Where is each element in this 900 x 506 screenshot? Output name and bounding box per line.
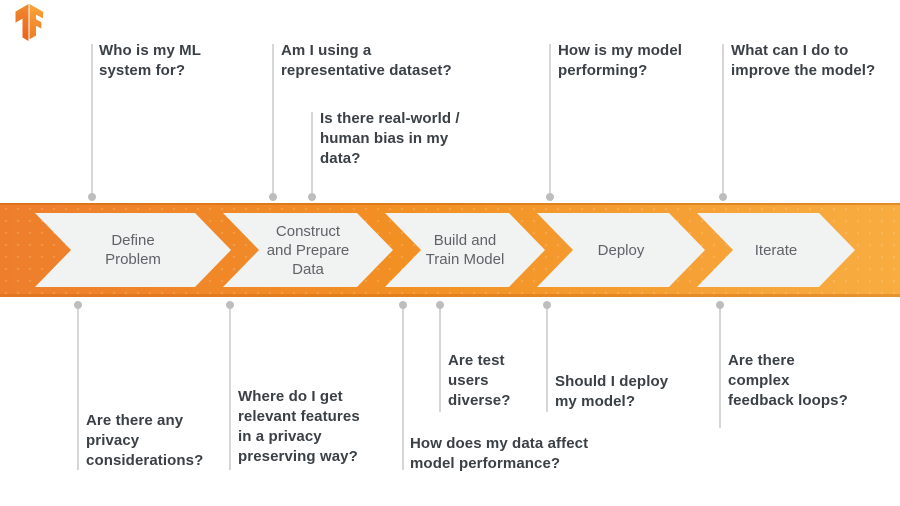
question-privacy-considerations: Are there any privacy considerations? xyxy=(86,412,204,469)
connector-line xyxy=(439,309,441,412)
stage-label: Define Problem xyxy=(105,232,161,268)
connector-line xyxy=(719,309,721,428)
stage-label: Build and Train Model xyxy=(425,232,505,268)
stage-construct-prepare-data: Construct and Prepare Data xyxy=(223,213,393,287)
stage-define-problem: Define Problem xyxy=(35,213,231,287)
question-test-users-diverse: Are test users diverse? xyxy=(448,352,511,409)
question-ml-system-for: Who is my ML system for? xyxy=(99,42,202,79)
connector-line xyxy=(311,112,313,193)
connector-dot xyxy=(269,193,277,201)
question-data-affect-performance: How does my data affect model performanc… xyxy=(410,435,589,472)
tensorflow-logo-icon xyxy=(15,4,43,41)
question-improve-model: What can I do to improve the model? xyxy=(731,42,876,79)
connector-line xyxy=(546,309,548,412)
stage-label: Iterate xyxy=(754,241,798,259)
connector-dot xyxy=(716,301,724,309)
connector-line xyxy=(549,44,551,193)
connector-dot xyxy=(436,301,444,309)
connector-dot xyxy=(399,301,407,309)
connector-dot xyxy=(308,193,316,201)
connector-dot xyxy=(719,193,727,201)
pipeline-band: Define Problem Construct and Prepare Dat… xyxy=(0,203,900,297)
connector-line xyxy=(77,309,79,470)
connector-dot xyxy=(88,193,96,201)
connector-dot xyxy=(543,301,551,309)
connector-line xyxy=(229,309,231,470)
stage-iterate: Iterate xyxy=(697,213,855,287)
connector-line xyxy=(722,44,724,193)
connector-dot xyxy=(74,301,82,309)
question-should-deploy: Should I deploy my model? xyxy=(555,373,669,410)
connector-line xyxy=(402,309,404,470)
question-model-performing: How is my model performing? xyxy=(558,42,683,79)
question-representative-dataset: Am I using a representative dataset? xyxy=(281,42,452,79)
question-feedback-loops: Are there complex feedback loops? xyxy=(728,352,848,409)
question-human-bias: Is there real-world / human bias in my d… xyxy=(320,110,460,167)
connector-line xyxy=(91,44,93,193)
stage-label: Deploy xyxy=(597,241,645,259)
question-privacy-preserving-features: Where do I get relevant features in a pr… xyxy=(238,388,360,465)
connector-line xyxy=(272,44,274,193)
connector-dot xyxy=(226,301,234,309)
connector-dot xyxy=(546,193,554,201)
stage-label: Construct and Prepare Data xyxy=(266,222,350,278)
stage-build-train-model: Build and Train Model xyxy=(385,213,545,287)
stage-deploy: Deploy xyxy=(537,213,705,287)
